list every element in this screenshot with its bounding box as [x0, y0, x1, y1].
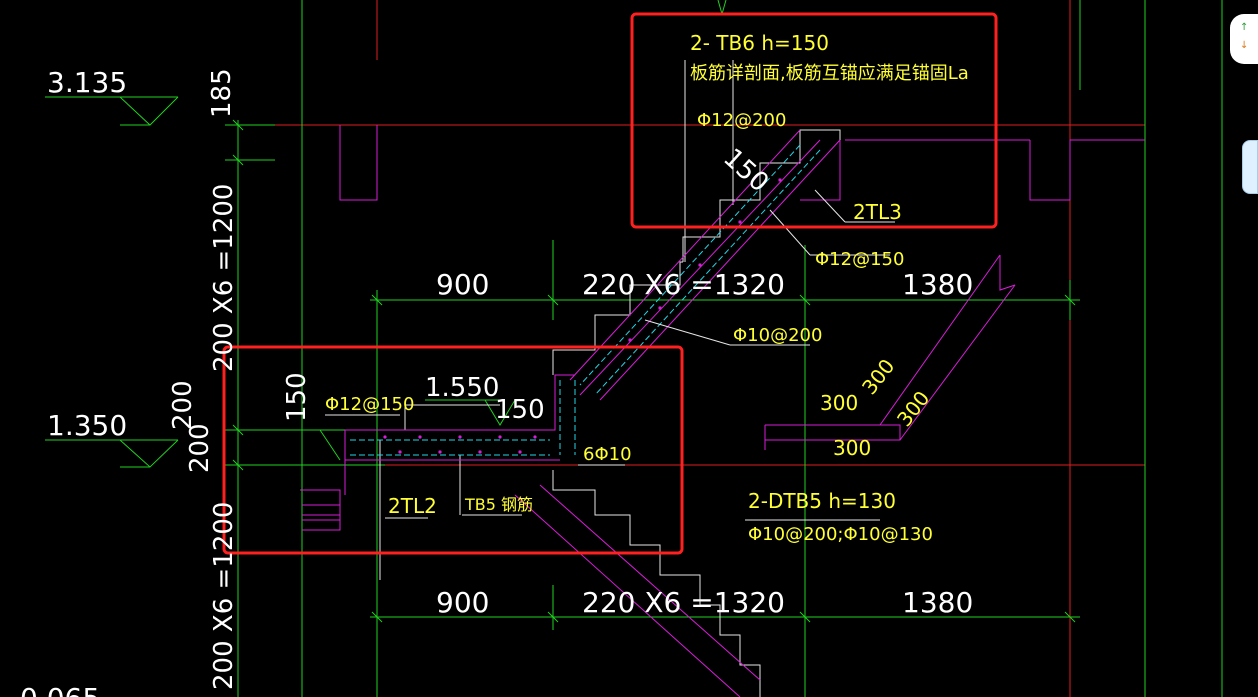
elevation-1350: 1.350	[47, 409, 127, 442]
dim-300-c: 300	[892, 386, 934, 431]
phi12-200-label: Φ12@200	[697, 110, 786, 131]
dim-150-slab: 150	[495, 395, 545, 425]
dtb5-rebar-label: Φ10@200;Φ10@130	[748, 524, 933, 545]
lower-highlight-box	[222, 345, 684, 555]
elevation-0065: 0.065	[20, 682, 100, 697]
dim-1320-bot: 220 X6 =1320	[582, 586, 785, 619]
dim-150-upper: 150	[717, 143, 774, 199]
structure-outline	[300, 125, 1145, 697]
rebar-lines	[350, 144, 821, 456]
dim-150-vert: 150	[282, 372, 312, 422]
leader-lines	[325, 189, 895, 521]
dim-1320-top: 220 X6 =1320	[582, 268, 785, 301]
phi12-150-lower-label: Φ12@150	[325, 394, 414, 415]
phi10-200-label: Φ10@200	[733, 325, 822, 346]
dtb5-title: 2-DTB5 h=130	[748, 489, 896, 513]
dim-1380-top: 1380	[902, 268, 973, 301]
dimension-texts: 3.135 1.350 1.550 0.065 185 200 X6 =1200…	[20, 66, 973, 697]
tb6-title: 2- TB6 h=150	[690, 31, 829, 55]
dim-900-top: 900	[436, 268, 489, 301]
dim-200-a: 200	[168, 380, 198, 430]
arrow-down-icon[interactable]: ↓	[1240, 40, 1249, 51]
tl3-label: 2TL3	[853, 200, 902, 224]
dim-200-b: 200	[185, 423, 215, 473]
phi6-10-label: 6Φ10	[583, 444, 632, 465]
tb6-note: 板筋详剖面,板筋互锚应满足锚固La	[690, 63, 969, 84]
dim-200x6-upper: 200 X6 =1200	[209, 184, 239, 372]
side-scroll-panel[interactable]: ↑ ↓	[1230, 14, 1258, 64]
dim-300-b: 300	[857, 354, 899, 399]
dim-200x6-lower: 200 X6 =1200	[209, 502, 239, 690]
upper-highlight-box	[630, 12, 998, 229]
arrow-up-icon[interactable]: ↑	[1240, 22, 1249, 33]
tb5-rebar-label: TB5 钢筋	[464, 495, 533, 514]
dim-300-d: 300	[833, 436, 871, 460]
elevation-1550: 1.550	[425, 373, 499, 403]
floating-widget-tab[interactable]	[1242, 140, 1258, 194]
dim-300-a: 300	[820, 391, 858, 415]
tl2-label: 2TL2	[388, 494, 437, 518]
elevation-3135: 3.135	[47, 66, 127, 99]
rebar-dots	[383, 178, 782, 454]
dim-1380-bot: 1380	[902, 586, 973, 619]
dim-900-bot: 900	[436, 586, 489, 619]
dim-185: 185	[207, 68, 237, 118]
phi12-150-upper-label: Φ12@150	[815, 249, 904, 270]
